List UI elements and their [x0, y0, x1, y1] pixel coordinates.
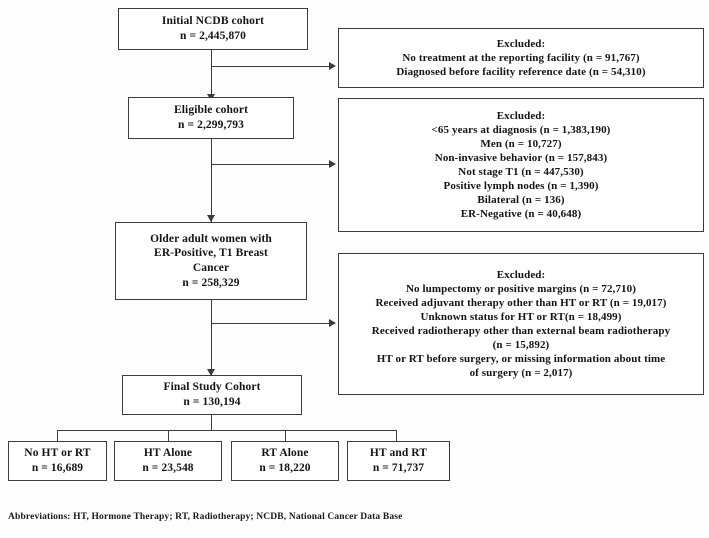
connector-drop-group-4 [396, 430, 398, 442]
connector-eligible-to-cohort [211, 138, 213, 223]
group-no-ht-or-rt-label: No HT or RT [24, 447, 91, 460]
box-initial-cohort[interactable]: Initial NCDB cohort n = 2,445,870 [118, 8, 308, 50]
exclusion-3-line-7: of surgery (n = 2,017) [469, 367, 573, 380]
arrowhead-exclusion-3 [329, 318, 336, 327]
group-ht-alone-count: n = 23,548 [142, 462, 194, 474]
box-final-study-cohort[interactable]: Final Study Cohort n = 130,194 [122, 375, 302, 415]
exclusion-3-line-2: Received adjuvant therapy other than HT … [375, 296, 667, 309]
connector-branch-exclusion-3 [211, 323, 331, 325]
box-older-adult-women-line-1: Older adult women with [150, 232, 272, 245]
arrowhead-final [206, 369, 215, 376]
connector-cohort-to-final [211, 300, 213, 378]
group-rt-alone-label: RT Alone [261, 447, 309, 460]
box-eligible-cohort-label: Eligible cohort [173, 104, 248, 117]
group-ht-alone-label: HT Alone [143, 447, 193, 460]
exclusion-3-line-1: No lumpectomy or positive margins (n = 7… [405, 282, 637, 295]
box-group-ht-and-rt[interactable]: HT and RT n = 71,737 [347, 441, 450, 481]
connector-split-bar [57, 430, 397, 432]
box-exclusion-1[interactable]: Excluded: No treatment at the reporting … [338, 28, 704, 88]
exclusion-2-line-3: Non-invasive behavior (n = 157,843) [434, 151, 608, 164]
exclusion-3-line-5: (n = 15,892) [492, 339, 550, 352]
connector-final-to-split [211, 414, 213, 431]
box-eligible-cohort-count: n = 2,299,793 [178, 119, 244, 131]
arrowhead-exclusion-2 [329, 159, 336, 168]
exclusion-1-line-2: Diagnosed before facility reference date… [396, 66, 646, 79]
exclusion-2-line-1: <65 years at diagnosis (n = 1,383,190) [431, 123, 611, 136]
box-final-study-cohort-count: n = 130,194 [183, 396, 241, 408]
exclusion-2-line-6: Bilateral (n = 136) [477, 194, 565, 207]
box-older-adult-women-count: n = 258,329 [182, 276, 240, 289]
box-initial-cohort-count: n = 2,445,870 [180, 30, 246, 42]
exclusion-3-line-6: HT or RT before surgery, or missing info… [376, 353, 666, 366]
box-group-no-ht-or-rt[interactable]: No HT or RT n = 16,689 [8, 441, 107, 481]
group-ht-and-rt-count: n = 71,737 [372, 462, 425, 474]
box-older-adult-women-line-3: Cancer [192, 262, 230, 274]
box-initial-cohort-label: Initial NCDB cohort [161, 15, 265, 28]
exclusion-2-line-4: Not stage T1 (n = 447,530) [458, 166, 584, 178]
exclusion-2-line-5: Positive lymph nodes (n = 1,390) [443, 180, 599, 193]
exclusion-3-heading: Excluded: [496, 268, 546, 281]
box-group-ht-alone[interactable]: HT Alone n = 23,548 [114, 441, 222, 481]
box-older-adult-women-line-2: ER-Positive, T1 Breast [154, 247, 268, 260]
exclusion-2-line-2: Men (n = 10,727) [480, 137, 562, 150]
exclusion-3-line-3: Unknown status for HT or RT(n = 18,499) [420, 310, 622, 323]
group-rt-alone-count: n = 18,220 [259, 462, 311, 474]
connector-drop-group-3 [285, 430, 287, 442]
exclusion-1-heading: Excluded: [496, 37, 546, 50]
connector-drop-group-1 [57, 430, 59, 442]
connector-branch-exclusion-2 [211, 164, 331, 166]
box-group-rt-alone[interactable]: RT Alone n = 18,220 [231, 441, 339, 481]
group-ht-and-rt-label: HT and RT [369, 447, 428, 460]
box-older-adult-women[interactable]: Older adult women with ER-Positive, T1 B… [115, 222, 307, 300]
connector-branch-exclusion-1 [211, 66, 331, 68]
arrowhead-cohort [206, 215, 215, 222]
box-exclusion-2[interactable]: Excluded: <65 years at diagnosis (n = 1,… [338, 98, 704, 232]
box-exclusion-3[interactable]: Excluded: No lumpectomy or positive marg… [338, 253, 704, 395]
abbreviations-footnote: Abbreviations: HT, Hormone Therapy; RT, … [8, 512, 403, 522]
exclusion-2-line-7: ER-Negative (n = 40,648) [460, 208, 582, 221]
exclusion-1-line-1: No treatment at the reporting facility (… [402, 51, 640, 64]
exclusion-2-heading: Excluded: [496, 109, 546, 122]
connector-initial-to-eligible [211, 49, 213, 101]
exclusion-3-line-4: Received radiotherapy other than externa… [371, 325, 671, 337]
arrowhead-exclusion-1 [329, 61, 336, 70]
box-eligible-cohort[interactable]: Eligible cohort n = 2,299,793 [128, 97, 294, 139]
box-final-study-cohort-label: Final Study Cohort [163, 381, 261, 394]
connector-drop-group-2 [168, 430, 170, 442]
group-no-ht-or-rt-count: n = 16,689 [31, 462, 84, 474]
